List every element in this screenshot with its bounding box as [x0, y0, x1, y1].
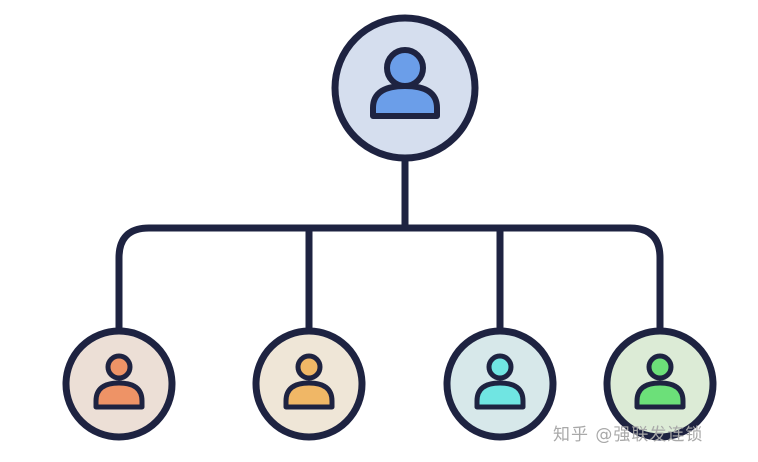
- child-node-3-person-body: [474, 380, 526, 410]
- root-node: [331, 14, 479, 162]
- watermark-text: 知乎 @强联发连锁: [553, 425, 704, 445]
- child-node-2: [252, 327, 366, 441]
- connector-lines: [115, 156, 664, 334]
- child-node-2-person-head: [295, 353, 323, 381]
- child-node-1: [62, 327, 176, 441]
- horizontal-branch-line: [115, 224, 664, 334]
- child-node-3: [443, 327, 557, 441]
- root-person-body: [370, 83, 440, 119]
- child-node-1-person-body: [93, 380, 145, 410]
- root-person-head: [384, 47, 426, 89]
- child-node-2-person-body: [283, 380, 335, 410]
- child-node-4-person-body: [634, 380, 686, 410]
- child-node-3-person-head: [486, 353, 514, 381]
- child-nodes: [62, 327, 717, 441]
- child-node-1-person-head: [105, 353, 133, 381]
- child-node-4-person-head: [646, 353, 674, 381]
- child-node-4: [603, 327, 717, 441]
